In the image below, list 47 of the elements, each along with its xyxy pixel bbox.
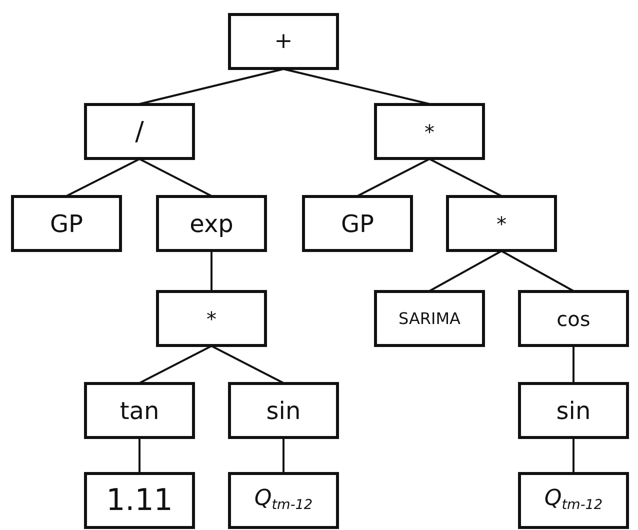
- connector-line: [139, 158, 212, 197]
- node-label: *: [206, 308, 216, 328]
- tree-node-box: [518, 382, 629, 439]
- tree-node-box: [84, 103, 195, 160]
- tree-node-box: [518, 472, 629, 529]
- tree-node-box: [228, 382, 339, 439]
- tree-node-box: [302, 195, 413, 252]
- node-label: +: [274, 30, 293, 52]
- node-label: GP: [340, 212, 374, 236]
- tree-node-box: [228, 472, 339, 529]
- tree-node-box: [84, 472, 195, 529]
- connector-line: [211, 345, 284, 384]
- tree-node-box: [84, 382, 195, 439]
- tree-node-box: [374, 290, 485, 347]
- connector-line: [138, 438, 140, 473]
- tree-node-box: [374, 103, 485, 160]
- tree-node-box: [446, 195, 557, 252]
- connector-line: [282, 438, 284, 473]
- node-label: tan: [120, 398, 160, 422]
- node-label: sin: [266, 398, 301, 422]
- node-label: Q$_{tm-12}$: [544, 488, 603, 513]
- node-label: *: [424, 122, 434, 142]
- tree-node-box: [156, 290, 267, 347]
- tree-node-box: [518, 290, 629, 347]
- connector-line: [139, 68, 284, 105]
- node-label: SARIMA: [398, 310, 460, 326]
- node-label: 1.11: [106, 486, 173, 516]
- node-label: *: [496, 214, 506, 234]
- node-label: sin: [556, 398, 591, 422]
- connector-line: [357, 158, 430, 197]
- connector-line: [283, 68, 430, 105]
- connector-line: [66, 158, 140, 197]
- connector-line: [139, 345, 212, 384]
- node-label: cos: [556, 308, 590, 328]
- node-label: Q$_{tm-12}$: [254, 488, 313, 513]
- tree-node-box: [156, 195, 267, 252]
- node-label: GP: [50, 212, 84, 236]
- connector-line: [572, 438, 574, 473]
- node-label: exp: [190, 212, 234, 236]
- tree-node-box: [228, 13, 339, 70]
- connector-line: [429, 158, 502, 197]
- node-label: /: [135, 118, 144, 144]
- connector-line: [572, 346, 574, 383]
- connector-line: [429, 250, 502, 292]
- tree-node-box: [11, 195, 122, 252]
- connector-line: [501, 250, 574, 292]
- connector-line: [210, 251, 212, 291]
